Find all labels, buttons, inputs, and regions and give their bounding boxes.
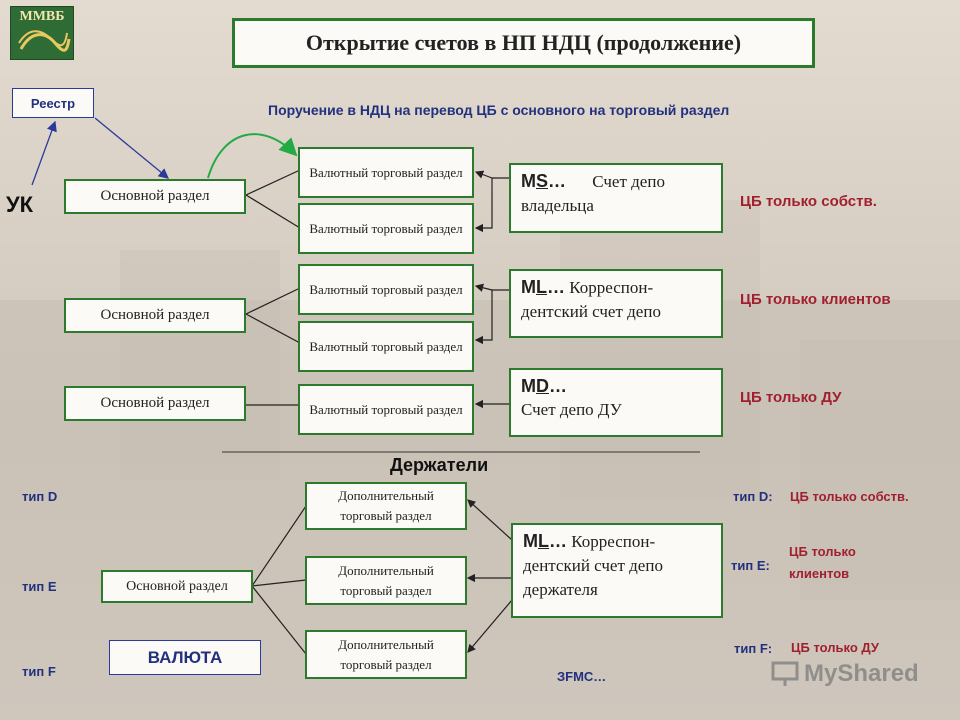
currency-trade-section-1: Валютный торговый раздел [298, 147, 474, 198]
zfmc-label: ЗFMC… [557, 669, 607, 684]
note-clients: ЦБ только клиентов [740, 291, 891, 308]
main-section-2: Основной раздел [64, 298, 246, 333]
currency-trade-section-label: Валютный торговый раздел [309, 401, 463, 417]
account-desc-2: дентский счет депо [521, 302, 661, 321]
account-code-prefix: M [521, 171, 536, 191]
account-code: MS… [521, 171, 566, 191]
note-f-right: ЦБ только ДУ [791, 640, 879, 655]
currency-trade-section-4: Валютный торговый раздел [298, 321, 474, 372]
currency-trade-section-label: Валютный торговый раздел [309, 220, 463, 236]
extra-trade-section-3: Дополнительный торговый раздел [305, 630, 467, 679]
main-section-label: Основной раздел [126, 578, 228, 594]
extra-trade-section-1: Дополнительный торговый раздел [305, 482, 467, 530]
extra-trade-section-label: Дополнительный торговый раздел [338, 636, 434, 672]
presentation-icon [771, 661, 799, 686]
account-code-prefix: M [521, 376, 536, 396]
currency-trade-section-2: Валютный торговый раздел [298, 203, 474, 254]
currency-trade-section-label: Валютный торговый раздел [309, 281, 463, 297]
currency-label: ВАЛЮТА [147, 647, 223, 667]
type-f-right: тип F: [734, 641, 773, 656]
currency-trade-section-3: Валютный торговый раздел [298, 264, 474, 315]
type-e-right: тип E: [731, 558, 770, 573]
currency-trade-section-5: Валютный торговый раздел [298, 384, 474, 435]
holders-heading: Держатели [390, 455, 489, 475]
main-section-label: Основной раздел [100, 188, 210, 204]
watermark-text: MyShared [804, 660, 919, 687]
account-code-letter: S [536, 171, 549, 191]
page-title: Открытие счетов в НП НДЦ (продолжение) [305, 30, 742, 55]
account-code: ML… [523, 531, 567, 551]
extra-trade-section-2: Дополнительный торговый раздел [305, 556, 467, 605]
account-md: MD… Счет депо ДУ [509, 368, 723, 437]
note-e-right-2: клиентов [789, 566, 850, 581]
currency-trade-section-label: Валютный торговый раздел [309, 338, 463, 354]
registry-label: Реестр [30, 95, 76, 111]
account-desc: Счет депо [592, 172, 665, 191]
account-desc: Счет депо ДУ [521, 400, 622, 419]
main-section-label: Основной раздел [100, 307, 210, 323]
account-code: ML… [521, 277, 565, 297]
logo: ММВБ [10, 6, 74, 60]
type-d-left: тип D [22, 489, 58, 504]
currency-box: ВАЛЮТА [109, 640, 261, 675]
registry-box: Реестр [12, 88, 94, 118]
account-code-letter: L [536, 277, 547, 297]
note-e-right-1: ЦБ только [789, 544, 856, 559]
account-code-letter: D [536, 376, 549, 396]
type-d-right: тип D: [733, 489, 773, 504]
main-section-label: Основной раздел [100, 395, 210, 411]
type-e-left: тип E [22, 579, 57, 594]
account-ms: MS… Счет депо владельца [509, 163, 723, 233]
account-code-suffix: … [549, 531, 567, 551]
watermark: MyShared [770, 660, 919, 688]
account-code-prefix: M [523, 531, 538, 551]
account-desc: Корреспон- [571, 532, 656, 551]
uk-label: УК [6, 192, 34, 217]
account-desc-2: дентский счет депо [523, 556, 663, 575]
order-text: Поручение в НДЦ на перевод ЦБ с основног… [268, 102, 730, 118]
main-section-1: Основной раздел [64, 179, 246, 214]
account-desc-2: владельца [521, 196, 594, 215]
account-desc-3: держателя [523, 580, 598, 599]
main-section-holder: Основной раздел [101, 570, 253, 603]
account-code-suffix: … [549, 376, 567, 396]
type-f-left: тип F [22, 664, 56, 679]
extra-trade-section-label: Дополнительный торговый раздел [338, 488, 434, 523]
account-desc: Корреспон- [569, 278, 654, 297]
logo-emblem-icon [18, 30, 71, 52]
account-code-suffix: … [548, 171, 567, 191]
account-ml-holder: ML… Корреспон- дентский счет депо держат… [511, 523, 723, 618]
main-section-3: Основной раздел [64, 386, 246, 421]
logo-text: ММВБ [19, 9, 65, 24]
account-code-suffix: … [547, 277, 565, 297]
currency-trade-section-label: Валютный торговый раздел [309, 164, 463, 180]
extra-trade-section-label: Дополнительный торговый раздел [338, 562, 434, 598]
account-ml: ML… Корреспон- дентский счет депо [509, 269, 723, 338]
page-title-box: Открытие счетов в НП НДЦ (продолжение) [232, 18, 815, 68]
account-code-letter: L [538, 531, 549, 551]
account-code-prefix: M [521, 277, 536, 297]
note-d-right: ЦБ только собств. [790, 489, 909, 504]
note-own: ЦБ только собств. [740, 193, 877, 210]
note-du: ЦБ только ДУ [740, 389, 842, 406]
